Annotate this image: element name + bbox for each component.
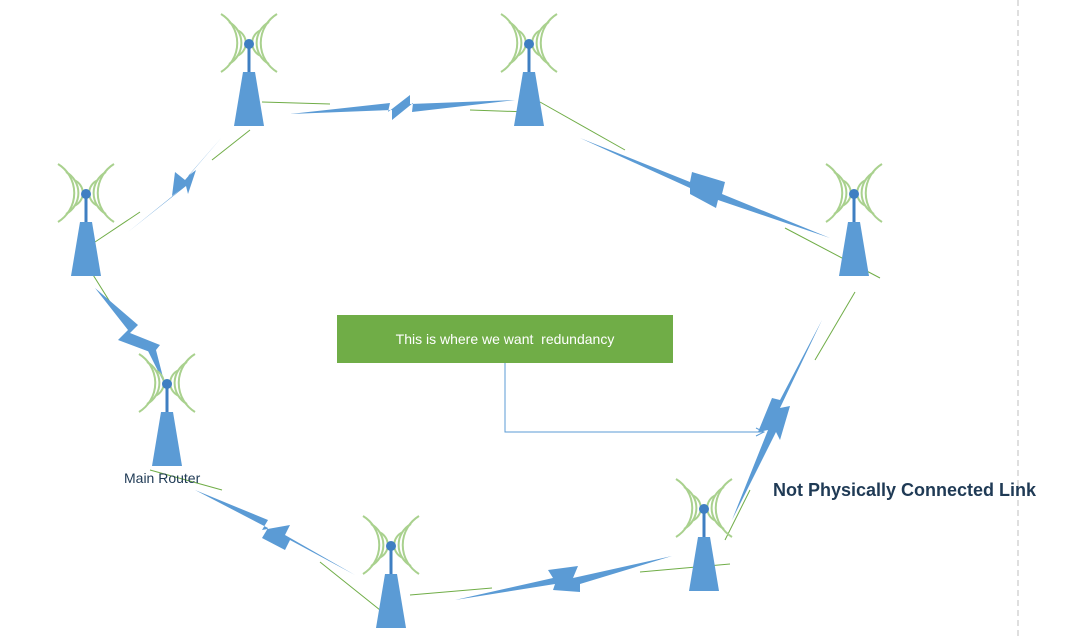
radio-tower-icon xyxy=(499,12,559,128)
radio-tower-icon xyxy=(56,162,116,278)
lightning-link-icon xyxy=(455,556,672,600)
redundancy-callout: This is where we want redundancy xyxy=(337,315,673,363)
radio-tower-icon xyxy=(674,477,734,593)
lightning-links xyxy=(95,95,830,600)
lightning-link-icon xyxy=(732,320,822,520)
lightning-link-icon xyxy=(95,288,165,385)
lightning-link-icon xyxy=(195,490,355,575)
radio-tower-icon xyxy=(824,162,884,278)
wire-lines xyxy=(89,101,881,611)
main-router-label: Main Router xyxy=(124,470,201,486)
lightning-link-icon xyxy=(580,138,830,238)
link-label: Not Physically Connected Link xyxy=(773,480,1037,500)
radio-tower-icon xyxy=(219,12,279,128)
radio-tower-icon xyxy=(137,352,197,468)
callout-connector xyxy=(504,363,766,437)
radio-tower-icon xyxy=(361,514,421,630)
lightning-link-icon xyxy=(290,95,515,120)
lightning-link-icon xyxy=(128,137,222,232)
